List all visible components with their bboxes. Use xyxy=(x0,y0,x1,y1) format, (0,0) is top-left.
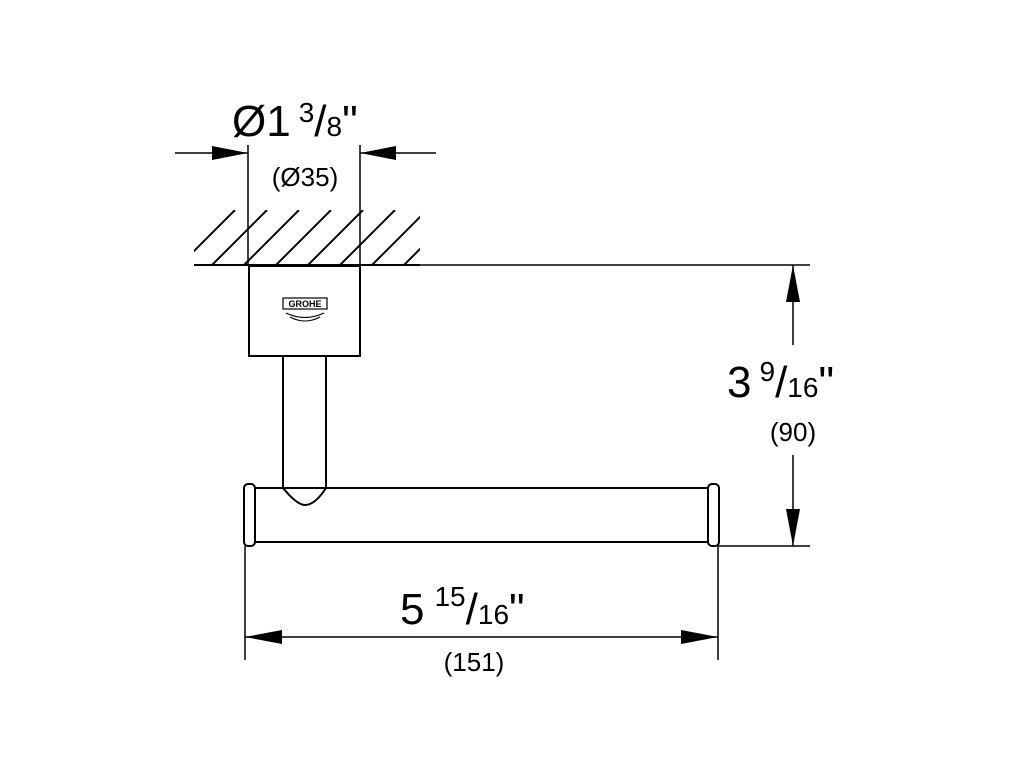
width-arrow-left xyxy=(245,630,282,644)
width-arrow-right xyxy=(681,630,718,644)
wall-mount-block xyxy=(248,265,361,357)
vertical-arm xyxy=(282,356,327,507)
height-arrow-bottom xyxy=(786,509,800,546)
right-end-cap xyxy=(707,483,720,547)
logo-text: GROHE xyxy=(288,299,321,309)
left-end-cap xyxy=(243,483,256,547)
height-metric-label: (90) xyxy=(770,417,816,447)
wall-hatching xyxy=(194,210,420,265)
width-metric-label: (151) xyxy=(444,647,505,677)
height-arrow-top xyxy=(786,265,800,302)
grohe-logo: GROHE xyxy=(282,297,328,322)
diameter-arrow-right xyxy=(360,146,396,160)
diameter-arrow-left xyxy=(212,146,248,160)
diameter-metric-label: (Ø35) xyxy=(272,162,338,192)
